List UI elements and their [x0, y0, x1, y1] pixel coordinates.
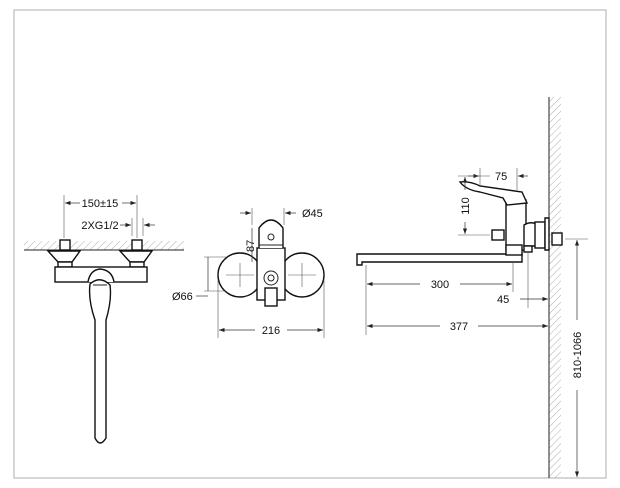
- dim-wall-offset: 45: [497, 294, 509, 306]
- dim-inlet-spacing: 150±15: [82, 198, 119, 210]
- wall-hatch-side: [549, 97, 561, 478]
- dim-flange-diameter: Ø66: [172, 291, 193, 303]
- wall-hatch: [24, 241, 184, 250]
- dim-thread: 2XG1/2: [81, 220, 118, 232]
- side-view: 75 110 300 45 377 810-1066: [356, 97, 588, 478]
- dim-overall-width: 216: [262, 325, 280, 337]
- dim-lever-length: 75: [495, 171, 507, 183]
- front-view: 150±15 2XG1/2: [24, 195, 184, 444]
- side-spout: [356, 253, 523, 266]
- dim-cap-diameter: Ø45: [302, 208, 323, 220]
- top-view: Ø45 87 Ø66 216: [172, 208, 325, 338]
- dim-cap-height: 87: [245, 240, 257, 252]
- drawing-frame: [13, 9, 607, 479]
- dim-body-height: 110: [460, 197, 472, 215]
- spout: [88, 279, 112, 444]
- dim-total-reach: 377: [450, 321, 468, 333]
- lever: [458, 181, 529, 206]
- dim-spout-length: 300: [431, 279, 449, 291]
- dim-mount-height: 810-1066: [572, 332, 584, 379]
